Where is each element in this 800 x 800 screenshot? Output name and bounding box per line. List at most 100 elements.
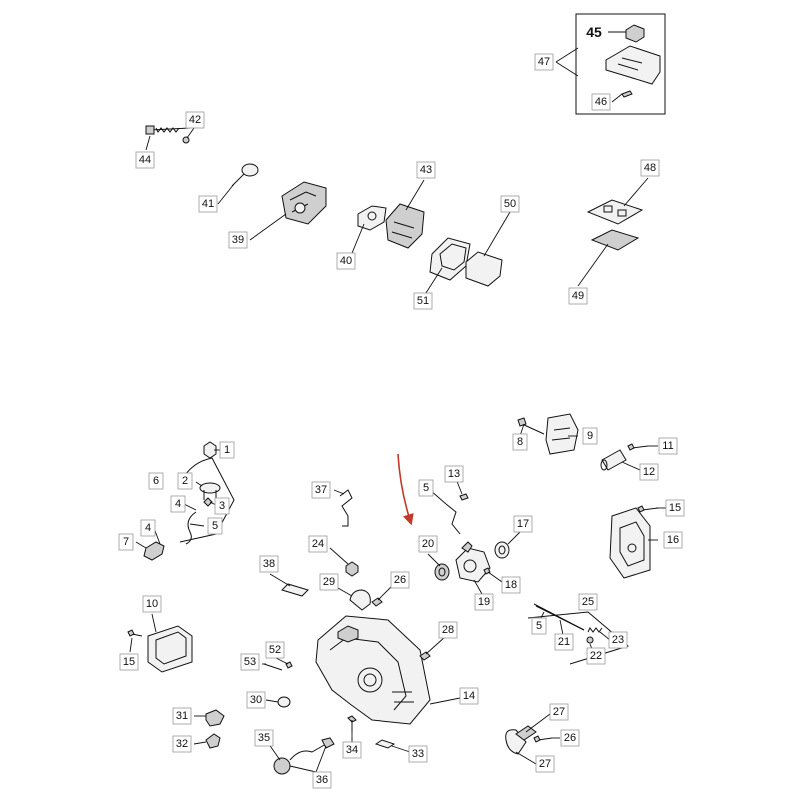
- callout-c4b: 4: [140, 519, 156, 537]
- callout-box: [591, 93, 611, 111]
- callout-c23: 23: [608, 631, 628, 649]
- callout-number: 52: [269, 644, 281, 656]
- callout-c31: 31: [172, 707, 192, 725]
- callout-box: [148, 472, 164, 490]
- callout-c25: 25: [578, 593, 598, 611]
- callout-number: 7: [123, 536, 129, 548]
- callout-c12: 12: [639, 463, 659, 481]
- part-47-filter-cover: [605, 45, 661, 85]
- callout-box: [608, 631, 628, 649]
- callout-c20: 20: [418, 535, 438, 553]
- callout-number: 49: [572, 290, 584, 302]
- callout-c46: 46: [591, 93, 611, 111]
- callout-c24: 24: [308, 535, 328, 553]
- part-12-cylinder: [600, 449, 627, 471]
- callout-c30: 30: [246, 691, 266, 709]
- callout-c41: 41: [198, 195, 218, 213]
- callout-box: [658, 437, 678, 455]
- callout-number: 5: [212, 520, 218, 532]
- callout-number: 35: [258, 732, 270, 744]
- callout-number: 5: [536, 620, 542, 632]
- callout-box: [416, 161, 436, 179]
- callout-number: 11: [662, 440, 673, 452]
- part-43-intake: [385, 203, 425, 249]
- callout-box: [172, 707, 192, 725]
- callout-box: [500, 195, 520, 213]
- callout-c35: 35: [254, 729, 274, 747]
- callout-box: [259, 555, 279, 573]
- part-23-spring: [587, 627, 603, 633]
- part-33-pad: [374, 739, 396, 749]
- callout-box: [336, 252, 356, 270]
- part-15-screw-b: [127, 629, 143, 637]
- callout-box: [512, 433, 528, 451]
- part-24-bushing: [345, 561, 359, 577]
- callout-box: [140, 519, 156, 537]
- callout-c53: 53: [240, 653, 260, 671]
- callout-number: 27: [553, 706, 565, 718]
- part-42-nut: [182, 136, 190, 144]
- callout-number: 39: [232, 234, 244, 246]
- callout-number: 30: [250, 694, 262, 706]
- callout-number: 48: [644, 162, 656, 174]
- callout-c47: 47: [534, 53, 554, 71]
- callout-number: 50: [504, 198, 516, 210]
- callout-c7: 7: [118, 533, 134, 551]
- part-5-spring: [445, 503, 461, 535]
- callout-box: [531, 617, 547, 635]
- callout-c3: 3: [214, 497, 230, 515]
- callout-box: [228, 231, 248, 249]
- callout-c19: 19: [474, 593, 494, 611]
- callout-box: [319, 573, 339, 591]
- callout-number: 26: [394, 574, 406, 586]
- callout-number: 8: [517, 436, 523, 448]
- callout-c26b: 26: [560, 729, 580, 747]
- callout-number: 24: [312, 538, 324, 550]
- callout-box: [418, 535, 438, 553]
- callout-box: [418, 479, 434, 497]
- callout-number: 32: [176, 738, 188, 750]
- part-16-plate: [609, 507, 651, 579]
- part-26-screw-b: [533, 735, 553, 743]
- callout-c52: 52: [265, 641, 285, 659]
- callout-box: [308, 535, 328, 553]
- callout-box: [535, 755, 555, 773]
- part-45-knob: [625, 24, 645, 43]
- part-40-gasket: [357, 205, 387, 231]
- part-19-housing: [455, 541, 491, 583]
- callout-box: [177, 472, 193, 490]
- callout-c6: 6: [148, 472, 164, 490]
- callout-number: 22: [590, 650, 602, 662]
- part-48-plate: [586, 199, 644, 225]
- callout-c44: 44: [135, 151, 155, 169]
- callout-box: [311, 481, 331, 499]
- callout-number: 38: [263, 558, 275, 570]
- part-46-screw: [621, 90, 633, 98]
- part-13-screw: [459, 493, 469, 501]
- callout-c45: 45: [586, 24, 602, 40]
- callout-c9: 9: [582, 427, 598, 445]
- callout-number: 43: [420, 164, 432, 176]
- part-15-screw: [637, 505, 659, 513]
- part-53-pin: [263, 663, 283, 671]
- callout-number: 31: [176, 710, 188, 722]
- callout-c38: 38: [259, 555, 279, 573]
- callout-box: [342, 741, 362, 759]
- callout-box: [501, 576, 521, 594]
- callout-box: [582, 427, 598, 445]
- callout-box: [246, 691, 266, 709]
- callout-box: [586, 647, 606, 665]
- callout-c51: 51: [413, 292, 433, 310]
- callout-number: 40: [340, 255, 352, 267]
- callout-box: [513, 515, 533, 533]
- callout-box: [413, 292, 433, 310]
- part-51-gasket: [429, 237, 471, 281]
- callout-number: 10: [146, 598, 158, 610]
- pointer-arrow: [397, 453, 414, 526]
- part-11-screw: [627, 443, 649, 451]
- callout-number: 46: [595, 96, 607, 108]
- callout-c48: 48: [640, 159, 660, 177]
- callout-box: [254, 729, 274, 747]
- callout-c17: 17: [513, 515, 533, 533]
- callout-c32: 32: [172, 735, 192, 753]
